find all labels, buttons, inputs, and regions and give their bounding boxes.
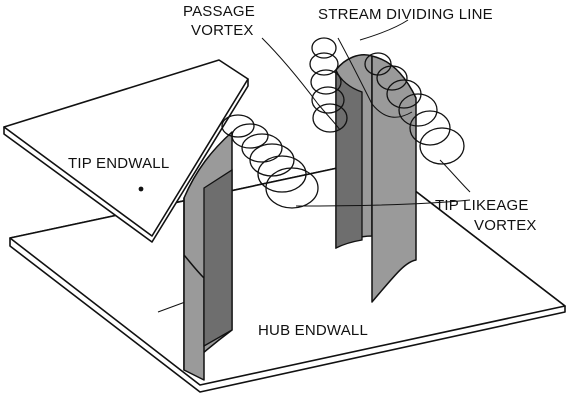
tip-leakage-leader-right [439,159,471,193]
vortex-coil-passage-0 [311,37,337,59]
tip-endwall-plate [3,59,249,243]
vortex-coil-left-4 [257,155,307,193]
right-blade [335,54,417,303]
vortex-coil-passage-3 [311,86,345,114]
tip-leakage-label-line2: VORTEX [474,217,537,234]
stream-dividing-line-leader [359,19,409,41]
vortex-coil-left-1 [231,123,269,149]
passage-vortex-coils-right [309,37,465,165]
left-blade [183,131,233,381]
tip-endwall-point [138,186,144,192]
hub-endwall-label: HUB ENDWALL [258,322,368,339]
vortex-coil-passage-1 [309,52,339,76]
passage-vortex-leader [261,37,341,131]
vortex-coil-tip-5 [419,127,465,165]
tip-leakage-leader-left [295,199,471,207]
tip-endwall-label: TIP ENDWALL [68,155,169,172]
vortex-coil-left-0 [221,114,255,138]
vortex-coil-left-2 [241,133,283,163]
tip-leakage-vortex-coils-left [221,114,319,209]
tip-leakage-label-line1: TIP LIKEAGE [435,197,529,214]
vortex-coil-left-5 [265,167,319,209]
vortex-coil-tip-4 [409,110,451,146]
stream-dividing-line [337,37,413,118]
vortex-coil-tip-1 [376,65,408,91]
passage-vortex-label-line1: PASSAGE [183,3,255,20]
passage-vortex-label-line2: VORTEX [191,22,254,39]
vortex-coil-passage-4 [312,103,348,133]
stream-dividing-line-label: STREAM DIVIDING LINE [318,6,493,23]
vortex-coil-tip-3 [398,93,438,127]
vortex-coil-passage-2 [310,69,342,95]
